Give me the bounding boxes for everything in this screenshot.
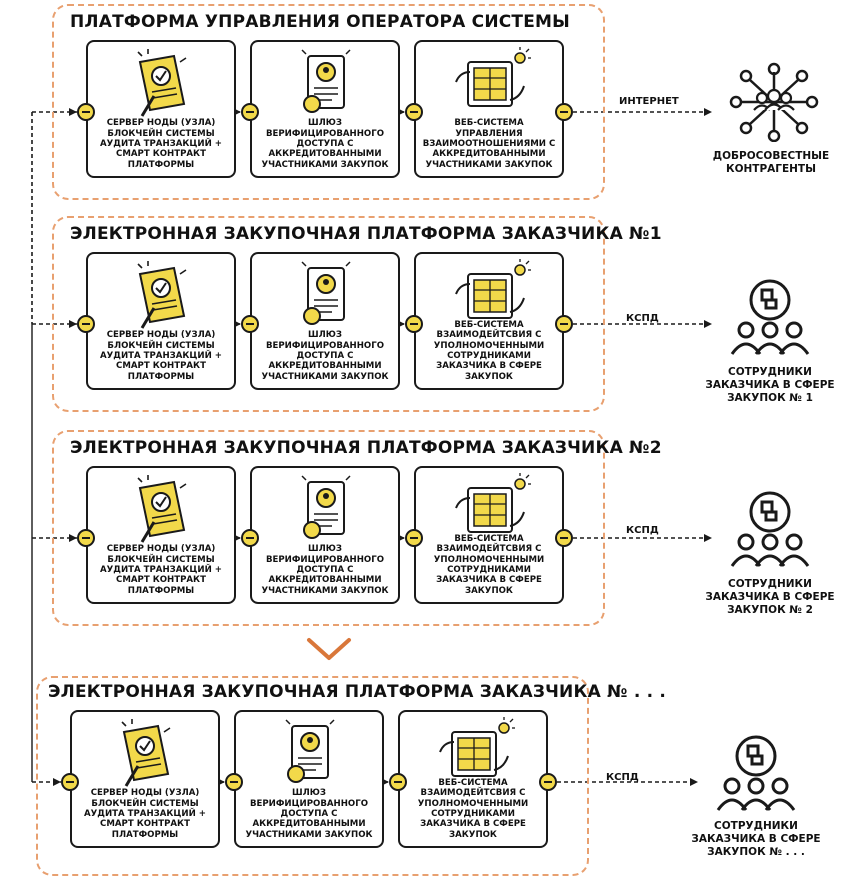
card-label: ШЛЮЗ ВЕРИФИЦИРОВАННОГО ДОСТУПА С АККРЕДИ… [245, 788, 373, 840]
connector-node [389, 773, 407, 791]
connection-label: КСПД [606, 772, 639, 783]
component-card: ШЛЮЗ ВЕРИФИЦИРОВАННОГО ДОСТУПА С АККРЕДИ… [250, 466, 400, 604]
card-label: СЕРВЕР НОДЫ (УЗЛА) БЛОКЧЕЙН СИСТЕМЫ АУДИ… [100, 118, 222, 170]
connector-node [405, 315, 423, 333]
employees-icon [730, 491, 810, 567]
connector-node [241, 315, 259, 333]
connector-node [405, 103, 423, 121]
card-label: ВЕБ-СИСТЕМА ВЗАИМОДЕЙТСВИЯ С УПОЛНОМОЧЕН… [433, 320, 545, 382]
connection-label: ИНТЕРНЕТ [619, 96, 679, 107]
arrow-icon [690, 778, 698, 786]
section-title: ЭЛЕКТРОННАЯ ЗАКУПОЧНАЯ ПЛАТФОРМА ЗАКАЗЧИ… [70, 224, 662, 244]
section-operator-platform [52, 4, 605, 200]
chevron-down-icon [307, 638, 351, 660]
connector-node [241, 103, 259, 121]
connector-node [225, 773, 243, 791]
section-title: ПЛАТФОРМА УПРАВЛЕНИЯ ОПЕРАТОРА СИСТЕМЫ [70, 12, 570, 32]
component-card: СЕРВЕР НОДЫ (УЗЛА) БЛОКЧЕЙН СИСТЕМЫ АУДИ… [86, 252, 236, 390]
connector-node [77, 103, 95, 121]
component-card: ВЕБ-СИСТЕМА ВЗАИМОДЕЙТСВИЯ С УПОЛНОМОЧЕН… [414, 466, 564, 604]
card-label: ВЕБ-СИСТЕМА ВЗАИМОДЕЙТСВИЯ С УПОЛНОМОЧЕН… [417, 778, 529, 840]
connection-label: КСПД [626, 525, 659, 536]
component-card: ШЛЮЗ ВЕРИФИЦИРОВАННОГО ДОСТУПА С АККРЕДИ… [234, 710, 384, 848]
connector-node [539, 773, 557, 791]
component-card: ШЛЮЗ ВЕРИФИЦИРОВАННОГО ДОСТУПА С АККРЕДИ… [250, 252, 400, 390]
section-customer-platform-n [36, 676, 589, 876]
arrow-icon [704, 108, 712, 116]
card-label: ШЛЮЗ ВЕРИФИЦИРОВАННОГО ДОСТУПА С АККРЕДИ… [261, 330, 389, 382]
connector-node [241, 529, 259, 547]
card-label: СЕРВЕР НОДЫ (УЗЛА) БЛОКЧЕЙН СИСТЕМЫ АУДИ… [100, 544, 222, 596]
arrow-icon [704, 320, 712, 328]
connection-label: КСПД [626, 313, 659, 324]
network-people-icon [729, 62, 819, 142]
actor-label: СОТРУДНИКИ ЗАКАЗЧИКА В СФЕРЕ ЗАКУПОК № 2 [705, 578, 835, 617]
card-label: СЕРВЕР НОДЫ (УЗЛА) БЛОКЧЕЙН СИСТЕМЫ АУДИ… [84, 788, 206, 840]
employees-icon [730, 279, 810, 355]
component-card: СЕРВЕР НОДЫ (УЗЛА) БЛОКЧЕЙН СИСТЕМЫ АУДИ… [86, 40, 236, 178]
section-title: ЭЛЕКТРОННАЯ ЗАКУПОЧНАЯ ПЛАТФОРМА ЗАКАЗЧИ… [70, 438, 662, 458]
connector-node [555, 315, 573, 333]
card-label: ВЕБ-СИСТЕМА ВЗАИМОДЕЙТСВИЯ С УПОЛНОМОЧЕН… [433, 534, 545, 596]
section-title: ЭЛЕКТРОННАЯ ЗАКУПОЧНАЯ ПЛАТФОРМА ЗАКАЗЧИ… [48, 682, 667, 702]
card-label: ШЛЮЗ ВЕРИФИЦИРОВАННОГО ДОСТУПА С АККРЕДИ… [261, 544, 389, 596]
arrow-icon [704, 534, 712, 542]
connector-node [555, 529, 573, 547]
section-customer-platform-1 [52, 216, 605, 412]
connector-node [555, 103, 573, 121]
component-card: ВЕБ-СИСТЕМА ВЗАИМОДЕЙТСВИЯ С УПОЛНОМОЧЕН… [414, 252, 564, 390]
connector-node [61, 773, 79, 791]
component-card: СЕРВЕР НОДЫ (УЗЛА) БЛОКЧЕЙН СИСТЕМЫ АУДИ… [70, 710, 220, 848]
card-label: ШЛЮЗ ВЕРИФИЦИРОВАННОГО ДОСТУПА С АККРЕДИ… [261, 118, 389, 170]
connector-node [77, 529, 95, 547]
employees-icon [716, 735, 796, 811]
actor-label: ДОБРОСОВЕСТНЫЕ КОНТРАГЕНТЫ [712, 150, 830, 176]
connector-node [405, 529, 423, 547]
card-label: ВЕБ-СИСТЕМА УПРАВЛЕНИЯ ВЗАИМООТНОШЕНИЯМИ… [422, 118, 556, 170]
actor-label: СОТРУДНИКИ ЗАКАЗЧИКА В СФЕРЕ ЗАКУПОК № 1 [705, 366, 835, 405]
component-card: ШЛЮЗ ВЕРИФИЦИРОВАННОГО ДОСТУПА С АККРЕДИ… [250, 40, 400, 178]
connector-node [77, 315, 95, 333]
component-card: ВЕБ-СИСТЕМА ВЗАИМОДЕЙТСВИЯ С УПОЛНОМОЧЕН… [398, 710, 548, 848]
actor-label: СОТРУДНИКИ ЗАКАЗЧИКА В СФЕРЕ ЗАКУПОК № .… [691, 820, 821, 859]
section-customer-platform-2 [52, 430, 605, 626]
component-card: СЕРВЕР НОДЫ (УЗЛА) БЛОКЧЕЙН СИСТЕМЫ АУДИ… [86, 466, 236, 604]
card-label: СЕРВЕР НОДЫ (УЗЛА) БЛОКЧЕЙН СИСТЕМЫ АУДИ… [100, 330, 222, 382]
component-card: ВЕБ-СИСТЕМА УПРАВЛЕНИЯ ВЗАИМООТНОШЕНИЯМИ… [414, 40, 564, 178]
